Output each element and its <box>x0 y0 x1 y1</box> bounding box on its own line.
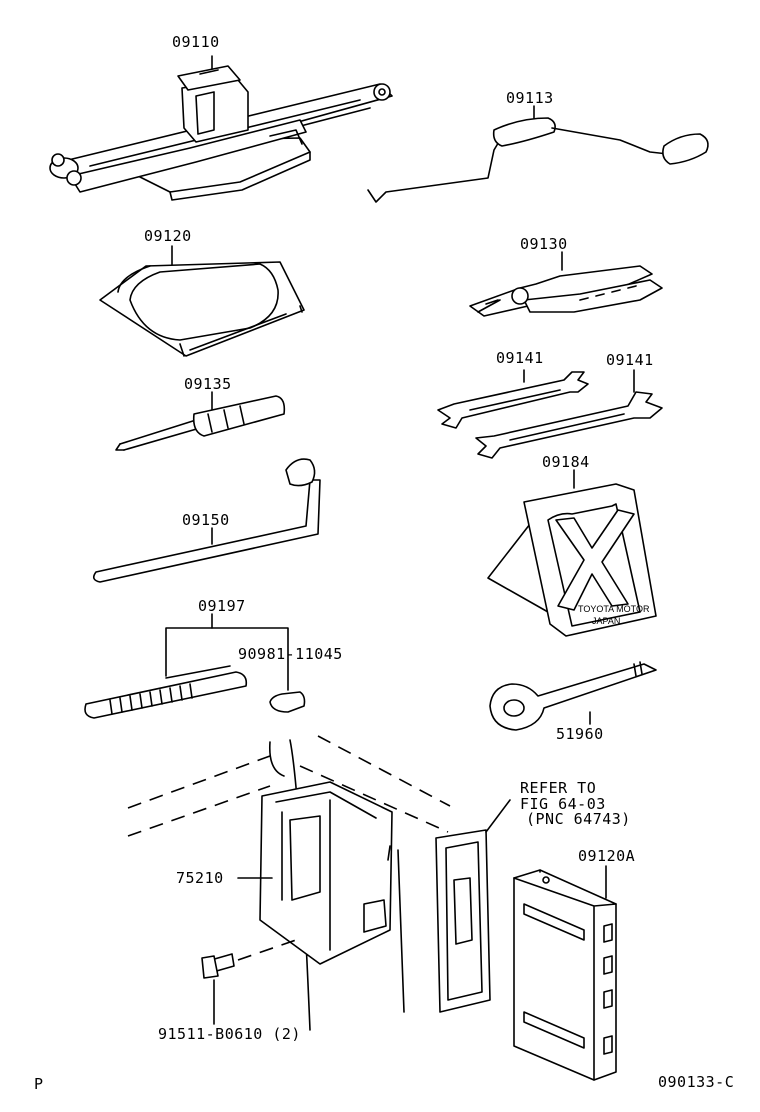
lug-wrench-illustration <box>92 458 321 583</box>
holder-illustration <box>237 781 393 965</box>
tool-bag-illustration <box>99 245 305 357</box>
corner-mark: P <box>34 1075 44 1093</box>
part-number-valve-core: 90981-11045 <box>238 645 343 663</box>
jack-handle-illustration <box>367 105 709 203</box>
part-number-bolt: 91511-B0610 (2) <box>158 1025 301 1043</box>
wrench-1-illustration <box>437 369 589 429</box>
bolt-illustration <box>201 939 297 1025</box>
part-number-ring-wrench: 51960 <box>556 725 604 743</box>
reference-note-line2: FIG 64-03 <box>520 795 606 813</box>
ring-wrench-illustration <box>489 661 657 731</box>
wheel-chock-illustration: TOYOTA MOTOR JAPAN <box>487 469 657 637</box>
pliers-illustration <box>469 251 663 317</box>
cover-illustration <box>435 799 511 1013</box>
screwdriver-illustration <box>115 391 286 451</box>
vehicle-body-lines <box>127 735 451 1031</box>
part-number-lug-wrench: 09150 <box>182 511 230 529</box>
gauge-kit-illustration <box>84 613 306 719</box>
svg-text:JAPAN: JAPAN <box>592 616 620 626</box>
part-number-tool-box: 09120A <box>578 847 636 865</box>
part-number-gauge-kit: 09197 <box>198 597 246 615</box>
part-number-pliers: 09130 <box>520 235 568 253</box>
scissor-jack-illustration <box>49 55 393 201</box>
svg-text:TOYOTA MOTOR: TOYOTA MOTOR <box>578 604 650 614</box>
part-number-jack: 09110 <box>172 33 220 51</box>
part-number-handle: 09113 <box>506 89 554 107</box>
part-number-wheel-chock: 09184 <box>542 453 590 471</box>
wrench-2-illustration <box>475 369 663 459</box>
part-number-wrench-1: 09141 <box>496 349 544 367</box>
part-number-tool-bag: 09120 <box>144 227 192 245</box>
figure-code: 090133-C <box>658 1073 735 1091</box>
reference-note-line3: (PNC 64743) <box>526 810 631 828</box>
reference-note-line1: REFER TO <box>520 779 597 797</box>
part-number-wrench-2: 09141 <box>606 351 654 369</box>
part-number-holder: 75210 <box>176 869 224 887</box>
part-number-screwdriver: 09135 <box>184 375 232 393</box>
tool-box-illustration <box>513 865 617 1081</box>
